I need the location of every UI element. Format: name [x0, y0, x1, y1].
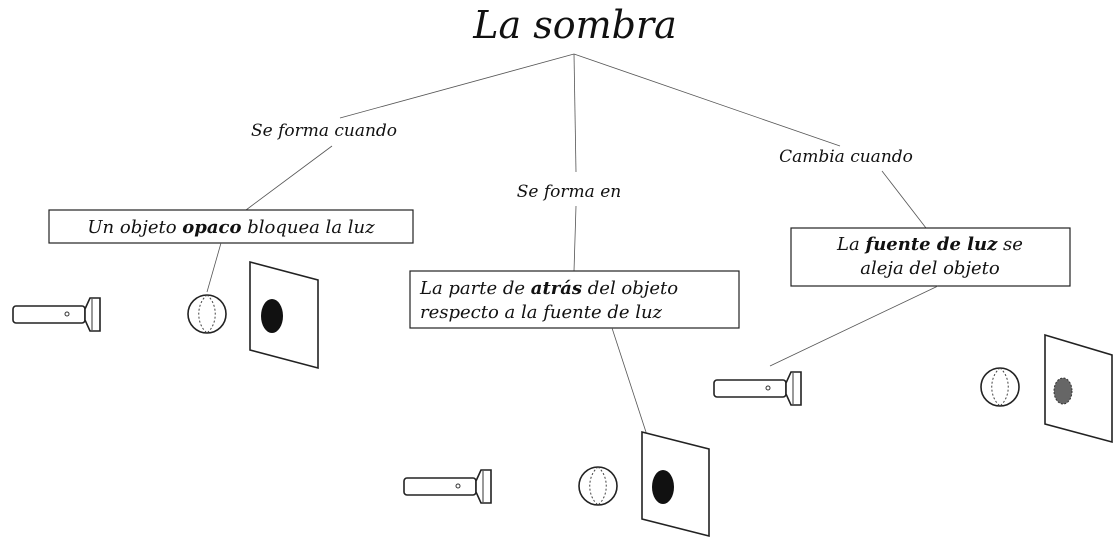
ball-icon [980, 367, 1020, 407]
concept-box-back-part-line1: La parte de atrás del objeto [419, 278, 678, 299]
connector-label-se-forma-cuando: Se forma cuando [251, 121, 397, 141]
concept-box-opaque-object: Un objeto opaco bloquea la luz [48, 209, 414, 244]
link-box-to-scene-right [769, 285, 939, 367]
connector-line-center [573, 53, 577, 173]
screen-icon [1044, 333, 1113, 444]
concept-box-light-moves-away-line1: La fuente de luz se [836, 234, 1023, 255]
connector-label-cambia-cuando: Cambia cuando [779, 147, 913, 167]
shadow-faded [1053, 377, 1073, 405]
scene-left [12, 260, 319, 370]
concept-box-back-part: La parte de atrás del objeto respecto a … [409, 270, 740, 329]
concept-box-light-moves-away-line2: aleja del objeto [860, 258, 1000, 279]
flashlight-icon [713, 371, 802, 406]
connector-line-right [573, 53, 841, 147]
scene-right [713, 333, 1113, 444]
ball-icon [578, 466, 618, 506]
link-label-to-box-right [881, 170, 927, 229]
connector-label-se-forma-en: Se forma en [517, 182, 621, 202]
flashlight-icon [12, 297, 101, 332]
connector-line-left [339, 53, 575, 119]
concept-box-opaque-object-text: Un objeto opaco bloquea la luz [87, 217, 375, 238]
flashlight-icon [403, 469, 492, 504]
link-label-to-box-left [245, 145, 333, 211]
link-label-to-box-center [573, 205, 577, 272]
screen-icon [641, 430, 710, 538]
screen-icon [249, 260, 319, 370]
concept-box-light-moves-away: La fuente de luz se aleja del objeto [790, 227, 1071, 287]
link-box-to-scene-left [206, 242, 222, 293]
concept-box-back-part-line2: respecto a la fuente de luz [420, 302, 663, 323]
shadow-dark [652, 470, 674, 504]
shadow-dark [261, 299, 283, 333]
ball-icon [187, 294, 227, 334]
scene-center [403, 430, 710, 538]
diagram-title: La sombra [472, 3, 677, 47]
